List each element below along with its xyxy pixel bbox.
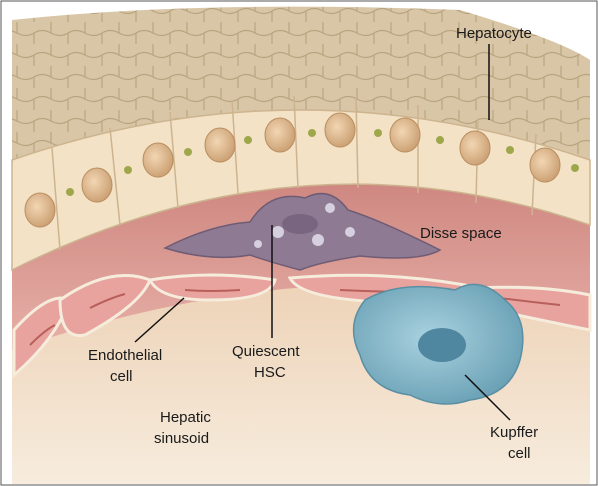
quiescent-hsc-label-line2: HSC — [254, 364, 286, 381]
endothelial-cell-label-line2: cell — [110, 368, 133, 385]
kupffer-cell-label-line2: cell — [508, 445, 531, 462]
quiescent-hsc-label-line1: Quiescent — [232, 343, 300, 360]
kupffer-cell-label-line1: Kupffer — [490, 424, 538, 441]
hepatic-sinusoid-label-line2: sinusoid — [154, 430, 209, 447]
hepatocyte-label: Hepatocyte — [456, 25, 532, 42]
endothelial-cell-label-line1: Endothelial — [88, 347, 162, 364]
disse-space-label: Disse space — [420, 225, 502, 242]
hepatic-sinusoid-label-line1: Hepatic — [160, 409, 211, 426]
